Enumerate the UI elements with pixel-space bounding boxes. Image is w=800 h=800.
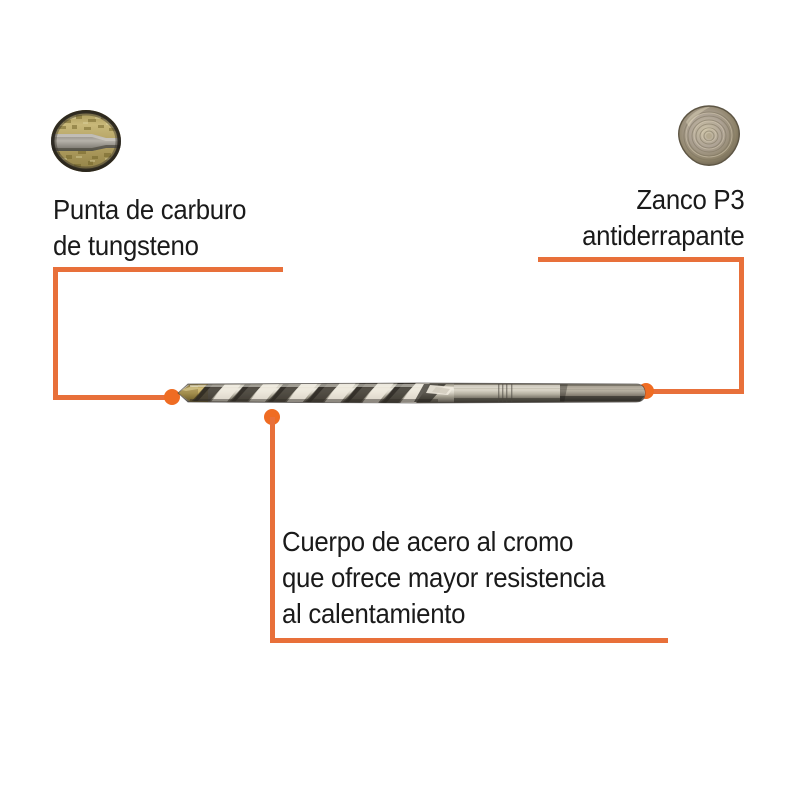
callout-label-tip: Punta de carburo de tungsteno bbox=[53, 192, 246, 264]
callout-tip-underline bbox=[53, 267, 283, 272]
callout-tip-line1: Punta de carburo bbox=[53, 194, 247, 225]
callout-body-line1: Cuerpo de acero al cromo bbox=[282, 526, 574, 557]
callout-body-line2: que ofrece mayor resistencia bbox=[282, 562, 606, 593]
callout-shank-line1: Zanco P3 bbox=[635, 184, 744, 215]
callout-tip-vertical-line bbox=[53, 267, 58, 400]
callout-shank-vertical-line bbox=[739, 257, 744, 391]
callout-body-line3: al calentamiento bbox=[282, 598, 466, 629]
callout-body-baseline bbox=[270, 638, 668, 643]
callout-shank-line2: antiderrapante bbox=[581, 220, 745, 251]
callout-tip-line2: de tungsteno bbox=[53, 230, 199, 261]
callout-label-shank: Zanco P3 antiderrapante bbox=[581, 182, 745, 254]
drill-bit-illustration bbox=[168, 378, 646, 408]
callout-tip-anchor-dot bbox=[164, 389, 180, 405]
p3-shank-endview-image bbox=[672, 100, 746, 174]
callout-body-vertical-line bbox=[270, 417, 275, 643]
callout-label-body: Cuerpo de acero al cromo que ofrece mayo… bbox=[282, 524, 605, 632]
callout-shank-leader-line bbox=[650, 389, 744, 394]
carbide-tip-closeup-image bbox=[48, 108, 124, 174]
callout-tip-leader-line bbox=[53, 395, 176, 400]
callout-shank-underline bbox=[538, 257, 744, 262]
